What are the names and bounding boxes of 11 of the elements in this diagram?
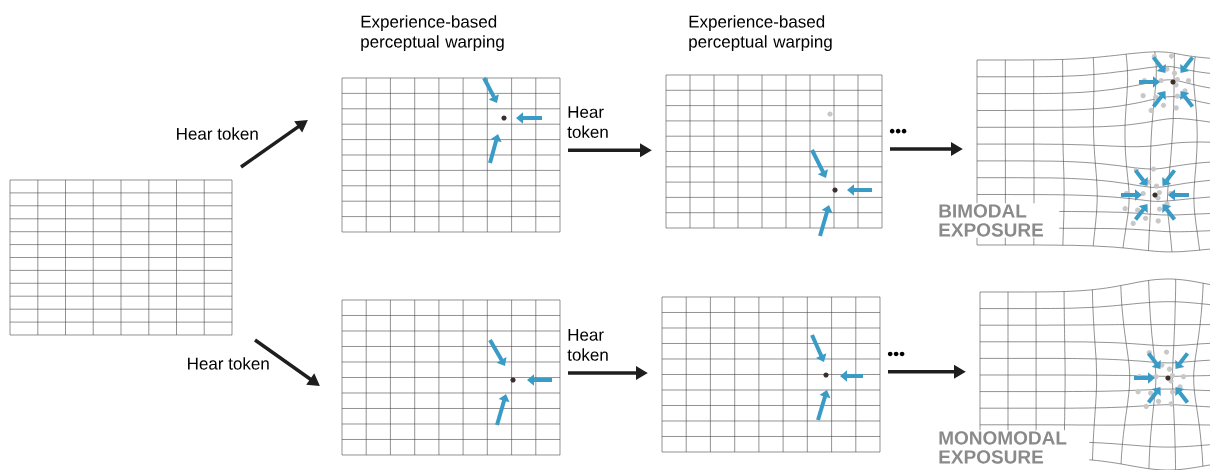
grid-drawing xyxy=(9,179,233,336)
edge-label: ••• xyxy=(887,351,905,357)
edge-label: Hear token xyxy=(188,357,269,370)
edge-label: Hear token xyxy=(567,328,608,361)
heading: Experience-based perceptual warping xyxy=(361,15,504,52)
exposure-label: BIMODAL EXPOSURE xyxy=(937,203,1060,238)
edge-label: ••• xyxy=(889,128,907,134)
edge-label: Hear token xyxy=(567,106,608,138)
heading: Experience-based perceptual warping xyxy=(689,15,832,52)
exposure-label: MONOMODAL EXPOSURE xyxy=(937,430,1090,465)
edge-label: Hear token xyxy=(177,127,258,140)
